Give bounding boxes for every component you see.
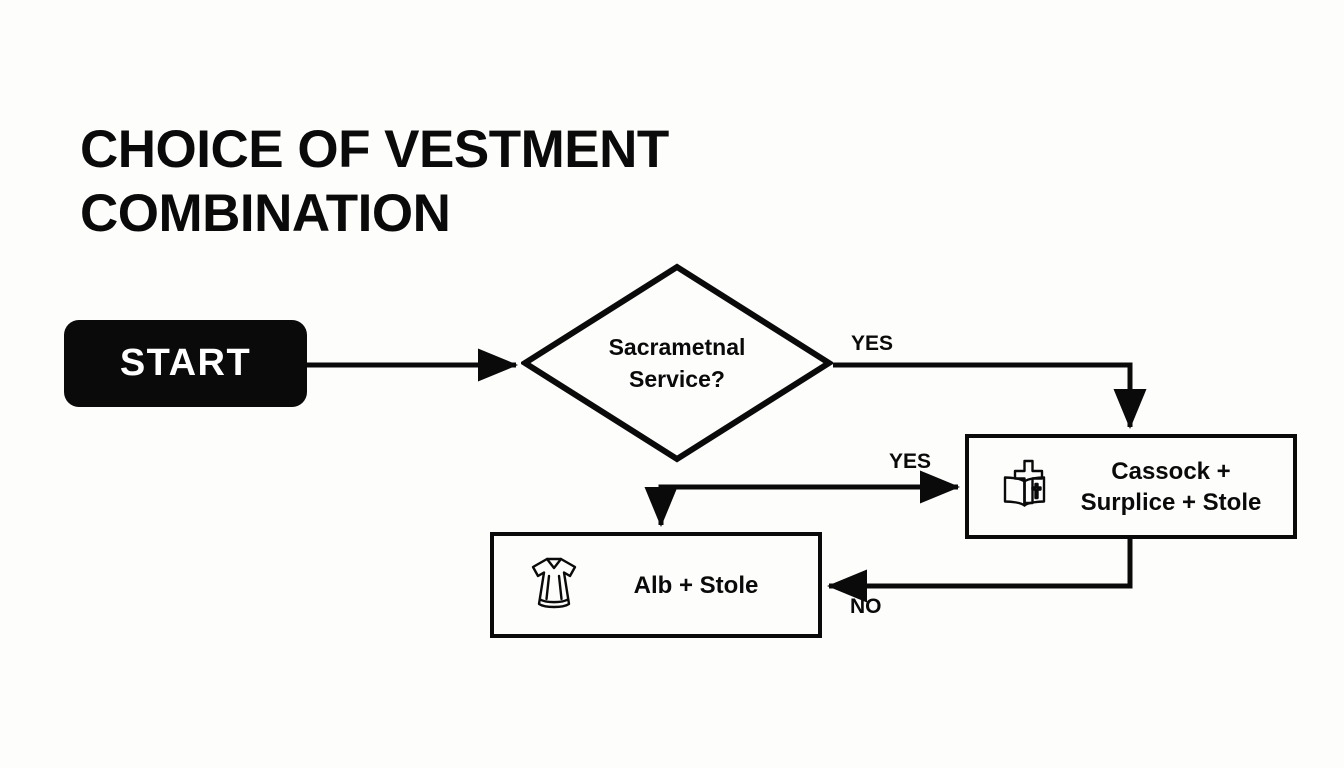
- alb-label: Alb + Stole: [633, 571, 759, 599]
- edge-label-no: NO: [850, 595, 882, 618]
- cassock-label: Cassock + Surplice + Stole: [1080, 457, 1262, 516]
- page-title: CHOICE OF VESTMENT COMBINATION: [80, 120, 669, 243]
- start-label: START: [119, 342, 252, 384]
- edge-decision-yes-to-cassock: [833, 362, 1147, 430]
- alb-robe-icon: [522, 553, 586, 617]
- edge-junction-to-alb: [644, 484, 678, 528]
- cross-on-bible-icon: [997, 455, 1061, 519]
- node-cassock-surplice-stole[interactable]: Cassock + Surplice + Stole: [965, 434, 1297, 539]
- diamond-shape: [521, 263, 833, 463]
- node-alb-stole[interactable]: Alb + Stole: [490, 532, 822, 638]
- decision-label: Sacrametnal Service?: [608, 334, 746, 392]
- node-decision-sacramental-service[interactable]: Sacrametnal Service?: [521, 263, 833, 463]
- edge-cassock-no-to-alb: [826, 539, 1133, 603]
- edge-label-yes-middle: YES: [889, 450, 932, 473]
- edge-label-yes-top: YES: [851, 332, 894, 355]
- node-start[interactable]: START: [64, 320, 307, 407]
